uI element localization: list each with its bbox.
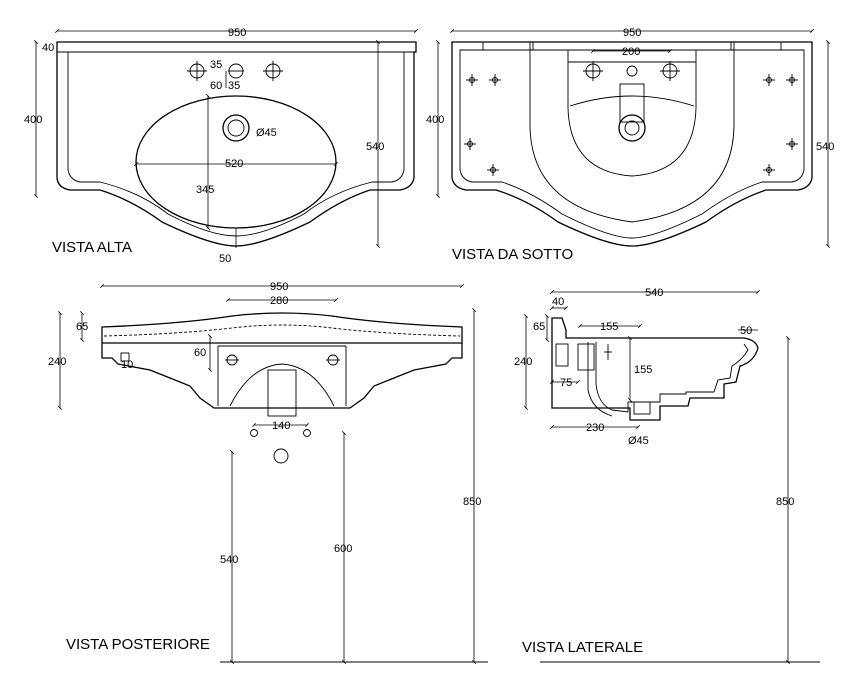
dim-bottom-height: 400 bbox=[426, 114, 444, 126]
dim-top-bowl-depth: 345 bbox=[196, 184, 214, 196]
dim-rear-width: 950 bbox=[270, 281, 288, 293]
top-view: 950 40 400 540 35 35 60 Ø45 520 345 50 V… bbox=[24, 27, 418, 265]
bottom-tap-hole-center-icon bbox=[626, 65, 638, 77]
dim-top-drain: Ø45 bbox=[256, 127, 277, 139]
bottom-view-shell bbox=[529, 42, 735, 223]
dim-top-bowl-width: 520 bbox=[225, 158, 243, 170]
dim-top-width: 950 bbox=[228, 27, 246, 39]
dim-top-height: 400 bbox=[24, 114, 42, 126]
dim-rear-inner: 60 bbox=[194, 347, 206, 359]
dim-rear-height: 240 bbox=[48, 356, 66, 368]
dim-bottom-width: 950 bbox=[623, 27, 641, 39]
dim-side-wall: 75 bbox=[560, 377, 572, 389]
dim-top-tap-b: 35 bbox=[228, 80, 240, 92]
dim-rear-rim: 65 bbox=[76, 321, 88, 333]
dim-rear-h3: 850 bbox=[463, 496, 481, 508]
dim-side-top: 65 bbox=[533, 321, 545, 333]
dim-side-bowl: 155 bbox=[634, 364, 652, 376]
bottom-tap-hole-right-icon bbox=[660, 61, 680, 81]
rear-hole-right-icon bbox=[303, 429, 311, 437]
dim-side-depth: 540 bbox=[645, 287, 663, 299]
dim-top-tap-a: 35 bbox=[210, 59, 222, 71]
tap-hole-right-icon bbox=[263, 61, 283, 81]
fixing-point-icons bbox=[464, 74, 798, 176]
tap-hole-left-icon bbox=[187, 61, 207, 81]
title-bottom-view: VISTA DA SOTTO bbox=[452, 246, 573, 263]
bottom-view: 950 200 400 540 VISTA DA SOTTO bbox=[426, 27, 834, 263]
dim-side-lip: 50 bbox=[740, 325, 752, 337]
bottom-tap-hole-left-icon bbox=[583, 61, 603, 81]
rear-view-opening bbox=[229, 363, 335, 407]
dim-rear-opening: 280 bbox=[270, 295, 288, 307]
side-view: 540 40 65 240 155 155 50 75 230 Ø45 850 … bbox=[514, 287, 820, 664]
dim-rear-foot: 10 bbox=[121, 359, 133, 371]
dim-bottom-depth: 540 bbox=[816, 141, 834, 153]
dim-side-height: 240 bbox=[514, 356, 532, 368]
dim-top-depth: 540 bbox=[366, 141, 384, 153]
dim-rear-h1: 540 bbox=[220, 554, 238, 566]
dim-bottom-holes: 200 bbox=[622, 46, 640, 58]
dim-side-rim: 40 bbox=[552, 296, 564, 308]
rear-view-body bbox=[101, 343, 463, 409]
dim-rear-holes: 140 bbox=[272, 420, 290, 432]
top-view-outline bbox=[56, 41, 417, 247]
bottom-view-outline bbox=[451, 41, 813, 247]
title-top-view: VISTA ALTA bbox=[52, 239, 132, 256]
rear-view: 950 280 65 240 60 10 140 540 600 850 VIS… bbox=[48, 281, 488, 664]
title-side-view: VISTA LATERALE bbox=[522, 639, 643, 656]
dim-top-tap-c: 60 bbox=[210, 80, 222, 92]
rear-hole-left-icon bbox=[250, 429, 258, 437]
dim-rear-h2: 600 bbox=[334, 543, 352, 555]
rear-drain-icon bbox=[273, 448, 289, 464]
title-rear-view: VISTA POSTERIORE bbox=[66, 636, 210, 653]
dim-side-inner: 155 bbox=[600, 321, 618, 333]
dim-top-front: 50 bbox=[219, 253, 231, 265]
dim-side-drain-pos: 230 bbox=[586, 422, 604, 434]
dim-top-rim: 40 bbox=[42, 42, 54, 54]
rear-view-top bbox=[101, 312, 463, 344]
tap-hole-center-icon bbox=[228, 63, 244, 79]
side-view-outline bbox=[551, 317, 759, 421]
dim-side-drain: Ø45 bbox=[628, 435, 649, 447]
side-view-bowl bbox=[595, 342, 749, 413]
dim-side-total: 850 bbox=[776, 496, 794, 508]
